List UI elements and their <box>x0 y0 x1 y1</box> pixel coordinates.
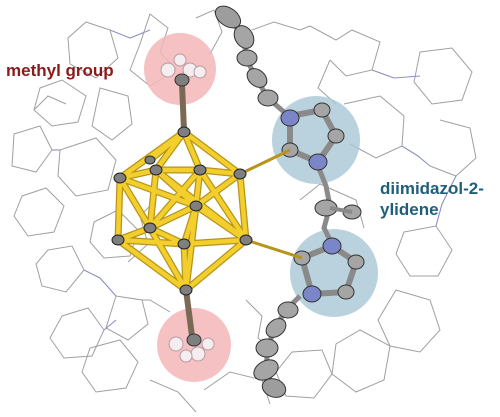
lower-alkyl-chain <box>253 294 302 398</box>
cage-vertices <box>111 126 253 296</box>
methyl-group-top <box>160 53 207 131</box>
methyl-highlight-top <box>144 33 216 105</box>
carbene-cage-bonds <box>239 148 303 260</box>
methyl-group-bottom <box>168 289 215 363</box>
bridging-methylene <box>314 165 362 250</box>
upper-alkyl-chain <box>214 5 286 114</box>
lower-imidazole-ring <box>293 237 365 303</box>
diimidazol-2-ylidene-label: diimidazol-2- ylidene <box>380 178 484 220</box>
diimidazol-label-line2: ylidene <box>380 200 439 219</box>
methyl-group-label: methyl group <box>6 61 114 80</box>
icosahedral-cage <box>111 126 253 296</box>
diimidazol-label-line1: diimidazol-2- <box>380 179 484 198</box>
